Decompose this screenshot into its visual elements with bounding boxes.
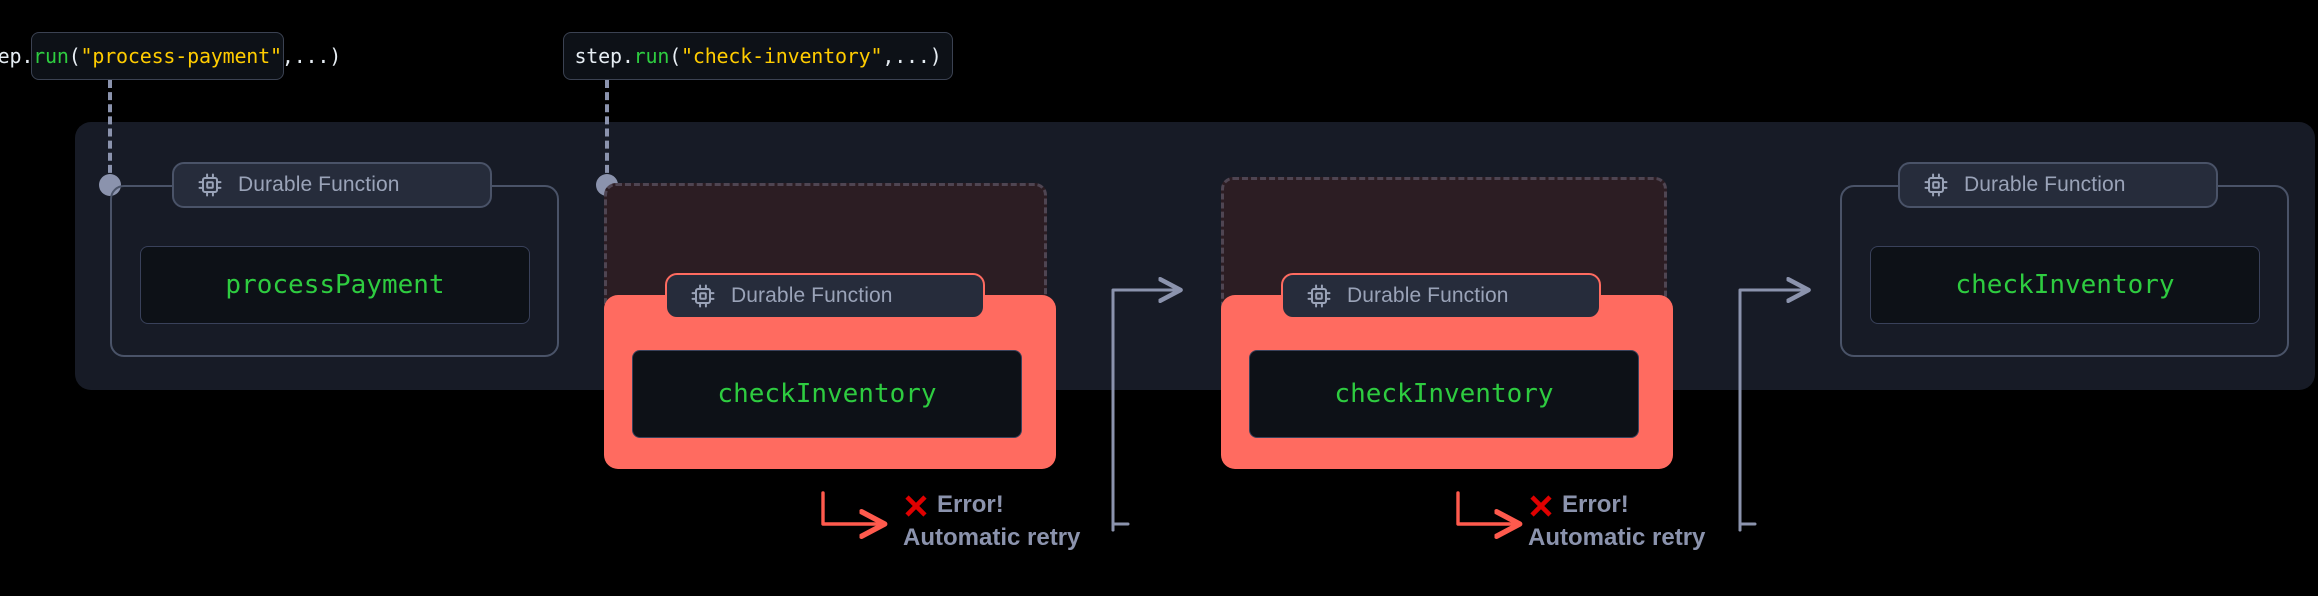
badge-label: Durable Function: [1347, 284, 1509, 307]
error-title: Error!: [1562, 491, 1629, 518]
error-annotation-1: Error! Automatic retry: [903, 490, 1080, 552]
chip-icon: [1924, 173, 1948, 197]
code-token-object: step: [0, 44, 22, 68]
retry-elbow-arrow-1: [821, 491, 884, 524]
code-token-function: run: [633, 44, 670, 68]
code-token-argument: "process-payment": [80, 44, 283, 68]
retry-return-tail-2: [1738, 522, 1757, 532]
error-subtitle: Automatic retry: [903, 524, 1081, 551]
badge-label: Durable Function: [1964, 173, 2126, 196]
x-mark-icon: [905, 495, 927, 517]
code-token-comma: ,: [882, 44, 895, 68]
chip-icon: [1307, 284, 1331, 308]
error-title: Error!: [937, 491, 1004, 518]
code-token-comma: ,: [281, 44, 294, 68]
code-token-function: run: [33, 44, 69, 68]
code-token-argument: "check-inventory": [681, 44, 883, 68]
x-mark-icon: [1530, 495, 1552, 517]
function-name-box-check-inventory-attempt-1: checkInventory: [632, 350, 1022, 438]
error-subtitle: Automatic retry: [1528, 524, 1706, 551]
function-name-box-check-inventory-attempt-2: checkInventory: [1249, 350, 1639, 438]
function-name-label: processPayment: [225, 270, 445, 300]
connector-line-check-inventory: [605, 80, 609, 185]
connector-line-process-payment: [108, 80, 112, 185]
badge-durable-function-check-inventory-success[interactable]: Durable Function: [1898, 162, 2218, 208]
retry-elbow-arrow-2: [1456, 491, 1519, 524]
chip-icon: [691, 284, 715, 308]
code-label-process-payment[interactable]: step.run("process-payment", ...): [0, 32, 341, 80]
code-token-close-paren: ): [329, 44, 342, 68]
function-name-box-process-payment: processPayment: [140, 246, 530, 324]
function-name-label: checkInventory: [1955, 270, 2175, 300]
badge-label: Durable Function: [238, 173, 400, 196]
badge-durable-function-attempt-2[interactable]: Durable Function: [1281, 273, 1601, 319]
code-token-rest: ...: [894, 44, 930, 68]
retry-return-tail-1: [1111, 522, 1130, 532]
code-token-rest: ...: [293, 44, 330, 68]
function-name-label: checkInventory: [1334, 379, 1554, 409]
function-name-box-check-inventory-success: checkInventory: [1870, 246, 2260, 324]
code-token-close-paren: ): [929, 44, 942, 68]
code-token-object: step: [574, 44, 622, 68]
error-annotation-2: Error! Automatic retry: [1528, 490, 1705, 552]
code-token-open-paren: (: [68, 44, 81, 68]
badge-label: Durable Function: [731, 284, 893, 307]
code-token-open-paren: (: [669, 44, 682, 68]
chip-icon: [198, 173, 222, 197]
badge-durable-function-process-payment[interactable]: Durable Function: [172, 162, 492, 208]
code-label-check-inventory[interactable]: step.run("check-inventory", ...): [563, 32, 953, 80]
code-token-dot: .: [21, 44, 34, 68]
code-token-dot: .: [621, 44, 634, 68]
badge-durable-function-attempt-1[interactable]: Durable Function: [665, 273, 985, 319]
function-name-label: checkInventory: [717, 379, 937, 409]
